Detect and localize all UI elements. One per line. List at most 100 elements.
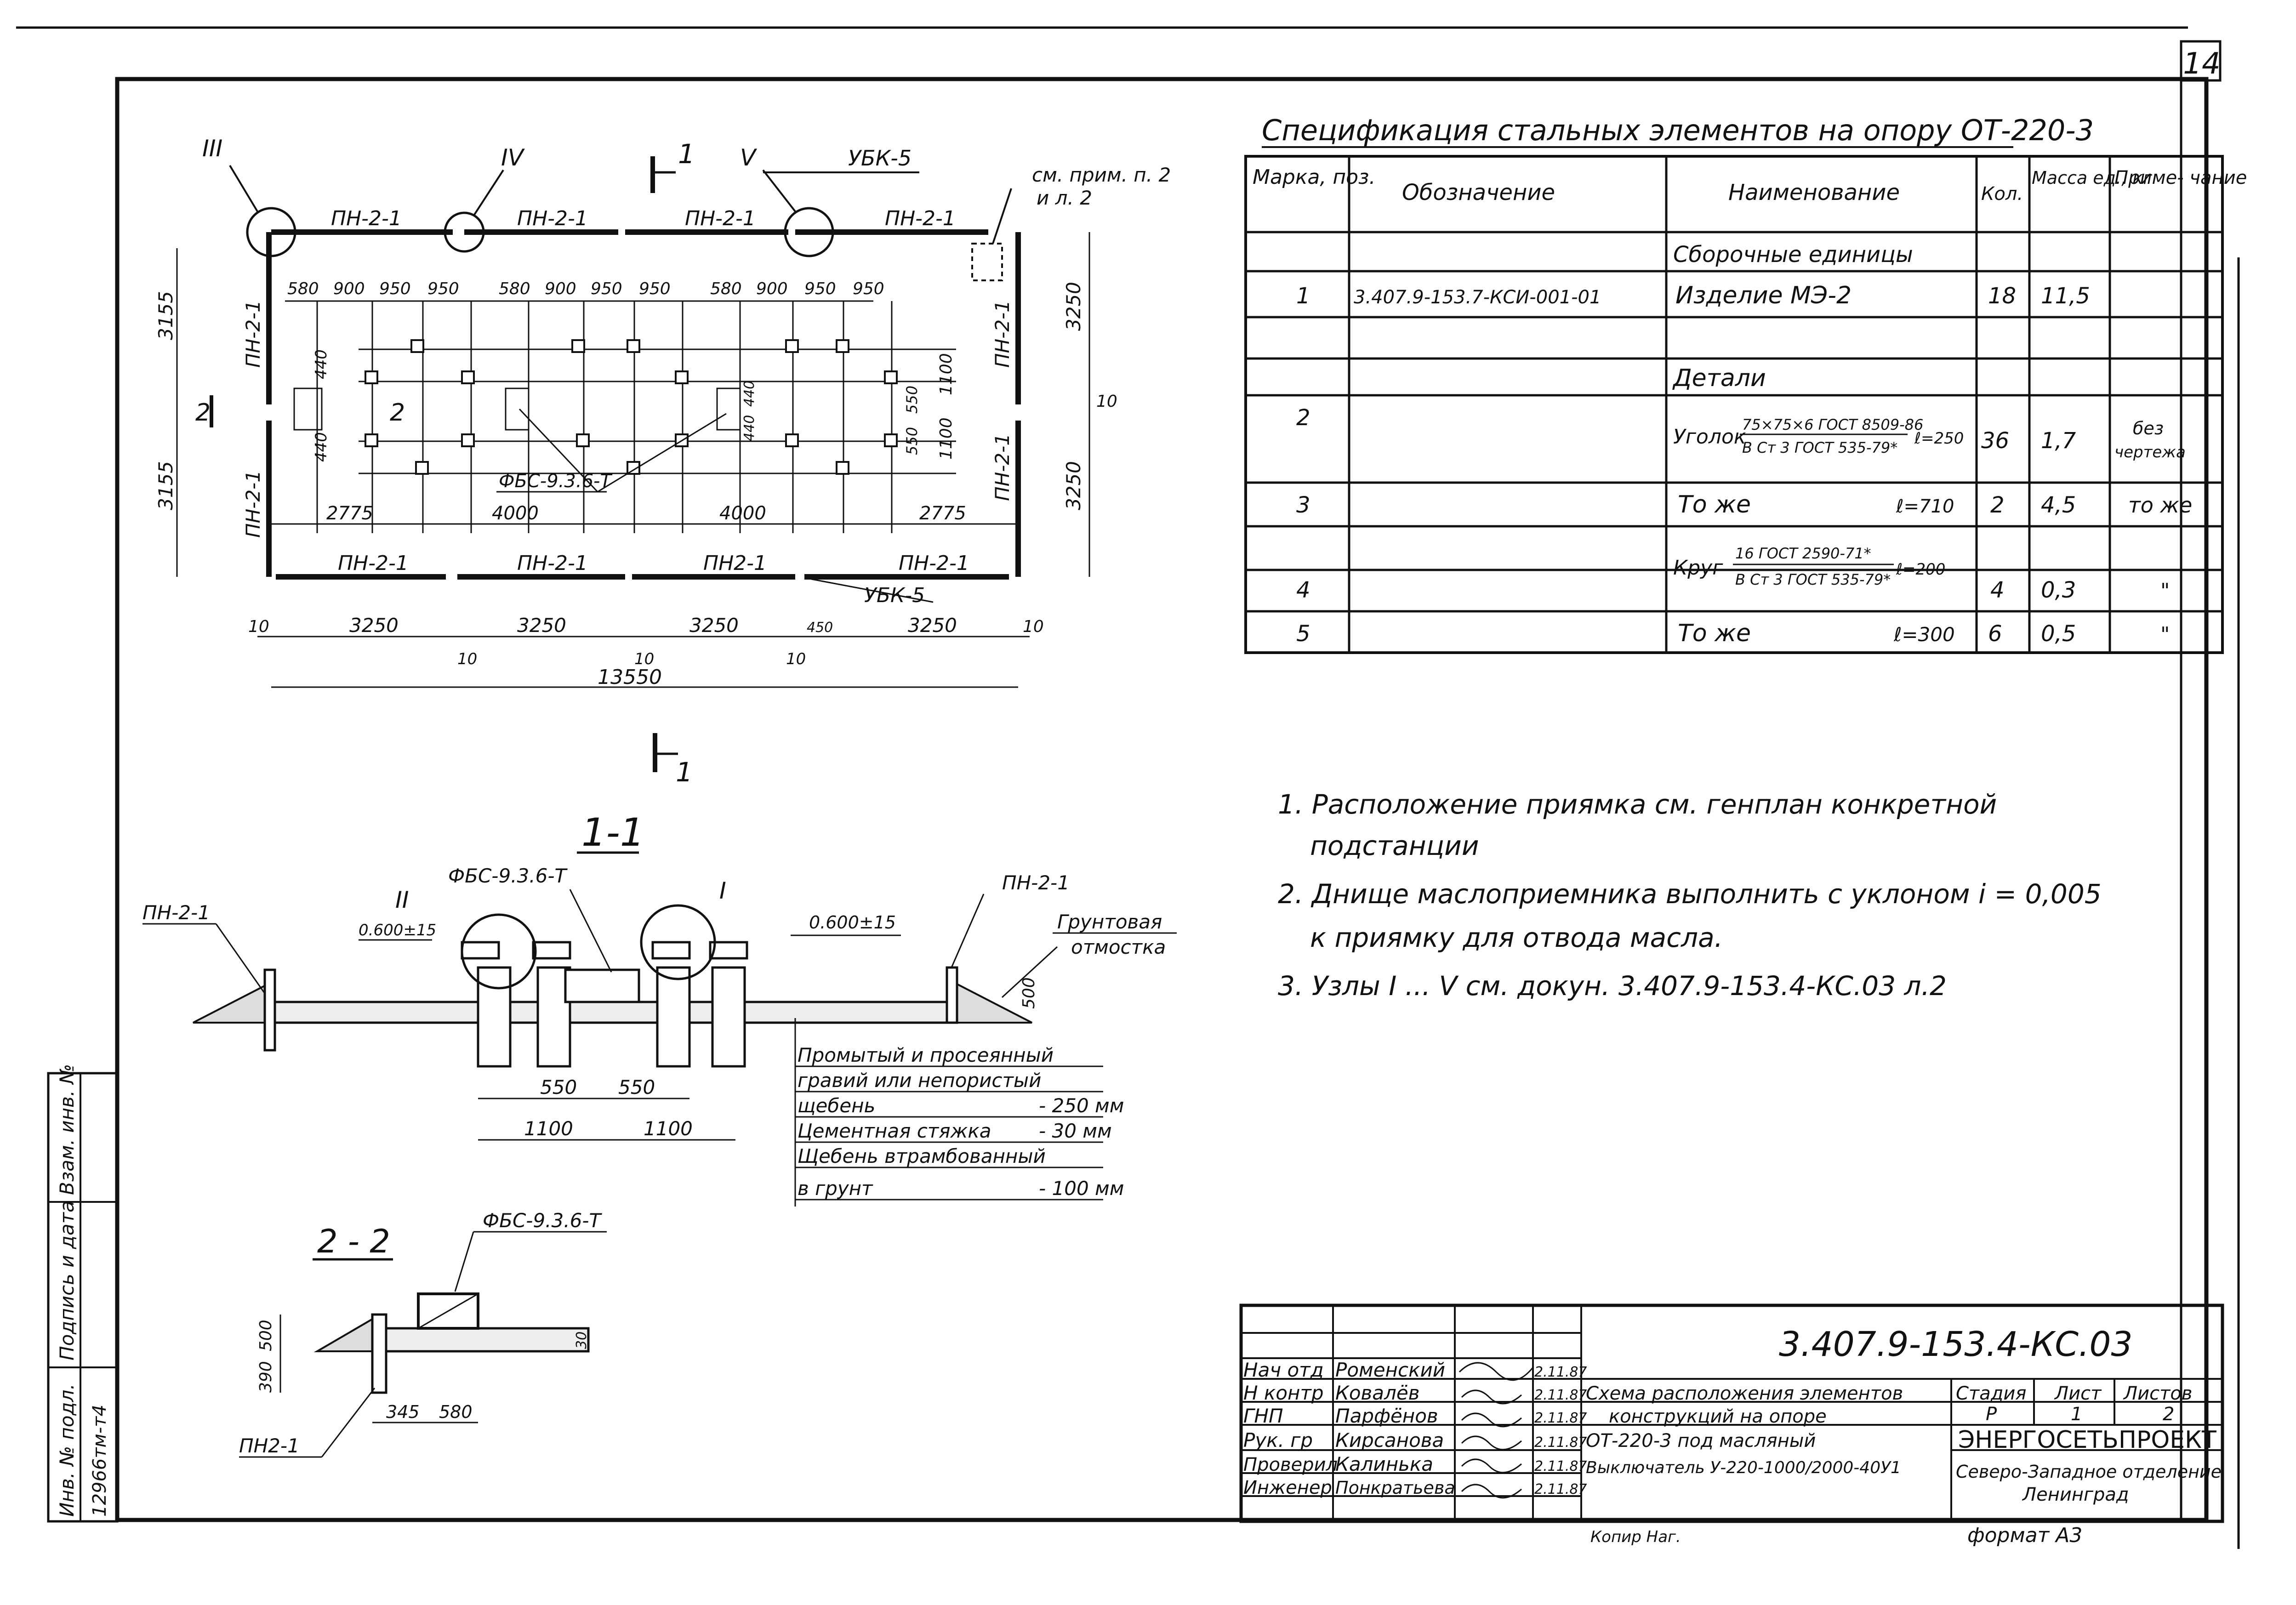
section11-foundation: ФБС-9.3.6-Т <box>448 865 568 887</box>
leader-IV <box>473 169 504 217</box>
section11-h500: 500 <box>1020 977 1038 1009</box>
row1-code: 3.407.9-153.7-КСИ-001-01 <box>1354 287 1601 308</box>
specification-table: Спецификация стальных элементов на опору… <box>1244 114 2247 654</box>
foundation-leader-2 <box>518 408 598 493</box>
stamp-org-sub: Северо-Западное отделение <box>1956 1462 2222 1482</box>
ubk-top-label: УБК-5 <box>848 146 912 171</box>
row5-name: То же <box>1678 620 1751 647</box>
row1-pos: 1 <box>1296 283 1310 309</box>
spec-header-qty: Кол. <box>1981 183 2023 205</box>
row2-note2: чертежа <box>2114 443 2186 461</box>
note-ref2: и л. 2 <box>1037 187 1092 209</box>
right-panel-2: ПН-2-1 <box>991 433 1014 501</box>
stamp-org-city: Ленинград <box>2022 1484 2129 1505</box>
date-6: 2.11.87 <box>1534 1481 1587 1497</box>
inner-dim-1100-a: 1100 <box>937 353 956 395</box>
desc-2: конструкций на опоре <box>1609 1406 1827 1427</box>
spec-border <box>1244 155 2224 654</box>
bottom-panel-4: ПН-2-1 <box>899 552 969 575</box>
row4-note: " <box>2160 579 2170 603</box>
right-dim-1: 3250 <box>1062 282 1085 331</box>
col-dim-3: 950 <box>379 279 411 298</box>
row1-mass: 11,5 <box>2041 283 2090 309</box>
section-mark-1-top-label: 1 <box>678 138 695 170</box>
row4-mass: 0,3 <box>2041 577 2076 603</box>
mid-dim-2: 4000 <box>492 503 539 524</box>
side-inv-number: 12966тм-т4 <box>89 1405 110 1517</box>
row4-len: ℓ=200 <box>1896 560 1945 579</box>
embed-plates <box>365 339 898 475</box>
bottom-panel-2: ПН-2-1 <box>517 552 588 575</box>
section22-block-hatch <box>418 1293 479 1329</box>
col-dim-12: 950 <box>853 279 884 298</box>
section11-dim-1100b: 1100 <box>644 1117 693 1140</box>
spec-header-mark: Марка, поз. <box>1253 165 1375 189</box>
section11-left-leader-2 <box>215 923 265 993</box>
bot-small-3: 10 <box>786 650 806 668</box>
node-circle-III <box>246 207 296 257</box>
row4-frac-top: 16 ГОСТ 2590-71* <box>1735 545 1871 562</box>
stamp-format: формат А3 <box>1967 1524 2082 1547</box>
signatures <box>1459 1362 1534 1499</box>
row5-len: ℓ=300 <box>1893 623 1955 646</box>
leader-III <box>229 165 258 212</box>
stage-label: Стадия <box>1956 1383 2026 1404</box>
section22-d580: 580 <box>439 1402 473 1422</box>
layer-3: щебень <box>798 1094 875 1117</box>
row2-frac-bot: В Ст 3 ГОСТ 535-79* <box>1742 439 1897 456</box>
section11-posts <box>461 941 748 1068</box>
row5-mass: 0,5 <box>2041 621 2076 647</box>
layer-5: Щебень втрамбованный <box>798 1145 1046 1167</box>
right-dim-gap: 10 <box>1096 392 1117 411</box>
mid-dim-4: 2775 <box>919 503 966 524</box>
row3-pos: 3 <box>1296 492 1310 518</box>
bot-dim-3: 3250 <box>689 614 739 637</box>
role-4: Рук. гр <box>1243 1429 1313 1451</box>
spec-grid <box>1246 156 2222 653</box>
col-dim-9: 580 <box>710 279 742 298</box>
desc-4: Выключатель У-220-1000/2000-40У1 <box>1586 1458 1901 1477</box>
section-2-2: 2 - 2 ФБС-9.3.6-Т 500 390 30 345 580 ПН2… <box>239 1209 607 1458</box>
section11-dim-1100a: 1100 <box>524 1117 573 1140</box>
mid-dim-3: 4000 <box>719 503 766 524</box>
ubk-bottom-leader <box>811 578 934 603</box>
top-panel-4: ПН-2-1 <box>885 207 956 230</box>
row2-mass: 1,7 <box>2041 428 2076 454</box>
overall-dim: 13550 <box>598 666 662 689</box>
top-panel-1: ПН-2-1 <box>331 207 402 230</box>
row2-note: без <box>2133 418 2164 438</box>
desc-3: ОТ-220-3 под масляный <box>1586 1430 1816 1451</box>
top-panel-2: ПН-2-1 <box>517 207 588 230</box>
section22-h390: 390 <box>256 1361 275 1393</box>
sheet-number-box <box>2180 40 2222 82</box>
section11-slab <box>268 1001 951 1024</box>
layer-6: в грунт <box>798 1177 873 1200</box>
node-II: II <box>395 887 409 913</box>
row4-name: Круг <box>1673 556 1723 580</box>
spec-group-assembly: Сборочные единицы <box>1673 242 1913 268</box>
role-2: Н контр <box>1243 1382 1324 1404</box>
note-2-cont: к приямку для отвода масла. <box>1310 922 1723 953</box>
left-dim-2: 3155 <box>154 461 177 510</box>
row1-name: Изделие МЭ-2 <box>1675 282 1852 309</box>
bot-small-2: 10 <box>634 650 654 668</box>
sheets-value: 2 <box>2163 1404 2174 1425</box>
row2-frac-top: 75×75×6 ГОСТ 8509-86 <box>1742 416 1923 433</box>
name-1: Роменский <box>1335 1359 1445 1381</box>
foundation-leader-3 <box>597 413 727 493</box>
spec-header-note: Приме- чание <box>2114 167 2247 188</box>
section11-right-leader <box>951 894 985 968</box>
name-6: Понкратьева <box>1335 1478 1455 1498</box>
note-ref: см. прим. п. 2 <box>1032 164 1171 186</box>
section-mark-2-right-label: 2 <box>390 399 405 427</box>
section22-title: 2 - 2 <box>317 1223 390 1260</box>
section11-title: 1-1 <box>581 810 644 855</box>
role-3: ГНП <box>1243 1405 1283 1427</box>
marker-IV: IV <box>501 144 525 171</box>
row3-qty: 2 <box>1990 492 2005 518</box>
right-dim-2: 3250 <box>1062 461 1085 510</box>
sheet-frame <box>115 77 2209 1522</box>
stamp-grid <box>1241 1305 2222 1521</box>
row2-pos: 2 <box>1296 405 1310 431</box>
